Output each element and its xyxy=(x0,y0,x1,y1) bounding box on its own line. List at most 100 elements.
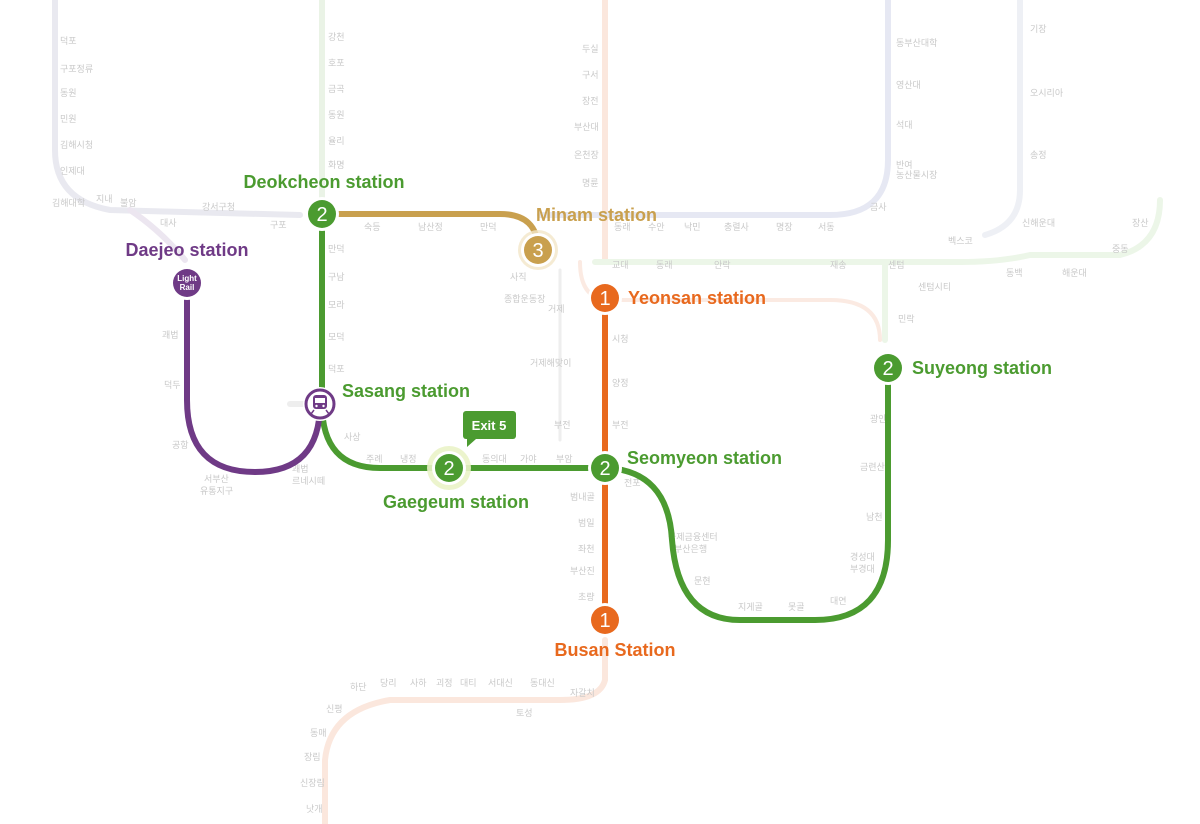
svg-text:동대신: 동대신 xyxy=(530,678,555,689)
svg-text:불암: 불암 xyxy=(120,197,137,209)
svg-text:부산은행: 부산은행 xyxy=(674,543,707,555)
svg-text:덕포: 덕포 xyxy=(60,36,77,47)
line-2-segment-east xyxy=(602,365,891,623)
svg-text:명륜: 명륜 xyxy=(582,178,599,189)
svg-text:토성: 토성 xyxy=(516,708,533,719)
line-number: 1 xyxy=(599,610,610,632)
svg-text:기장: 기장 xyxy=(1030,24,1047,35)
svg-text:인제대: 인제대 xyxy=(60,166,85,177)
line-number: 3 xyxy=(532,240,543,262)
svg-text:괘법: 괘법 xyxy=(292,464,309,475)
svg-text:재송: 재송 xyxy=(830,260,847,271)
line-number: 2 xyxy=(599,458,610,480)
station-daejeo[interactable]: Light Rail Daejeo station xyxy=(125,240,249,300)
station-label: Busan Station xyxy=(554,640,675,660)
svg-text:센텀: 센텀 xyxy=(888,259,905,271)
svg-text:숙등: 숙등 xyxy=(364,222,381,233)
svg-text:부산진: 부산진 xyxy=(570,566,595,577)
svg-text:온천장: 온천장 xyxy=(574,150,599,161)
station-sasang[interactable]: Sasang station xyxy=(303,381,470,421)
svg-text:문현: 문현 xyxy=(694,576,711,587)
svg-text:장전: 장전 xyxy=(582,96,599,107)
svg-text:Exit 5: Exit 5 xyxy=(472,418,507,433)
svg-text:동백: 동백 xyxy=(1006,268,1023,279)
svg-text:동래: 동래 xyxy=(656,260,673,271)
svg-text:민원: 민원 xyxy=(60,114,77,125)
svg-text:신장림: 신장림 xyxy=(300,777,325,789)
svg-text:공항: 공항 xyxy=(172,440,189,451)
svg-text:부전: 부전 xyxy=(554,420,571,431)
svg-text:모덕: 모덕 xyxy=(328,332,345,343)
svg-text:강서구청: 강서구청 xyxy=(202,202,235,213)
svg-text:대사: 대사 xyxy=(160,218,177,229)
svg-text:범일: 범일 xyxy=(578,518,595,529)
svg-text:장산: 장산 xyxy=(1132,218,1149,229)
svg-text:낙민: 낙민 xyxy=(684,222,701,233)
svg-text:자갈치: 자갈치 xyxy=(570,687,595,699)
svg-text:주례: 주례 xyxy=(366,454,383,465)
train-icon xyxy=(310,395,330,415)
svg-text:두실: 두실 xyxy=(582,44,599,55)
svg-text:금련산: 금련산 xyxy=(860,462,885,473)
svg-text:동원: 동원 xyxy=(60,88,77,99)
svg-text:부경대: 부경대 xyxy=(850,563,875,575)
station-label: Minam station xyxy=(536,205,657,225)
svg-text:김해대학: 김해대학 xyxy=(52,197,85,209)
svg-text:범내골: 범내골 xyxy=(570,492,595,503)
light-rail-segment xyxy=(184,280,323,476)
svg-text:동원: 동원 xyxy=(328,110,345,121)
svg-text:양정: 양정 xyxy=(612,378,629,389)
svg-text:가야: 가야 xyxy=(520,454,537,465)
svg-text:구남: 구남 xyxy=(328,272,345,283)
svg-text:부전: 부전 xyxy=(612,420,629,431)
svg-text:르네시떼: 르네시떼 xyxy=(292,476,325,487)
station-label: Sasang station xyxy=(342,381,470,401)
svg-text:오시리아: 오시리아 xyxy=(1030,88,1064,99)
svg-text:남산정: 남산정 xyxy=(418,222,443,233)
station-label: Daejeo station xyxy=(125,240,248,260)
svg-text:서대신: 서대신 xyxy=(488,678,513,689)
svg-text:금사: 금사 xyxy=(870,202,887,213)
station-gaegeum[interactable]: 2 Gaegeum station Exit 5 xyxy=(383,411,529,512)
svg-text:충렬사: 충렬사 xyxy=(724,222,750,233)
svg-text:냉정: 냉정 xyxy=(400,454,417,465)
svg-text:초량: 초량 xyxy=(578,591,595,603)
svg-text:서부산: 서부산 xyxy=(204,474,229,485)
svg-text:화명: 화명 xyxy=(328,160,345,171)
svg-text:거제해맞이: 거제해맞이 xyxy=(530,357,571,369)
svg-text:사하: 사하 xyxy=(410,678,427,689)
svg-text:동래: 동래 xyxy=(614,222,631,233)
svg-text:지내: 지내 xyxy=(96,194,113,205)
line-number: 2 xyxy=(882,358,893,380)
svg-text:반여: 반여 xyxy=(896,159,913,171)
svg-text:센텀시티: 센텀시티 xyxy=(918,281,951,293)
svg-text:부암: 부암 xyxy=(556,453,573,465)
svg-text:사직: 사직 xyxy=(510,272,527,283)
svg-text:율리: 율리 xyxy=(328,136,345,147)
svg-text:좌천: 좌천 xyxy=(578,544,595,555)
svg-text:구서: 구서 xyxy=(582,70,599,81)
station-minam[interactable]: 3 Minam station xyxy=(518,205,657,270)
station-seomyeon[interactable]: 2 Seomyeon station xyxy=(588,448,782,485)
svg-text:안락: 안락 xyxy=(714,259,731,271)
station-busan[interactable]: 1 Busan Station xyxy=(554,603,676,660)
station-deokcheon[interactable]: 2 Deokcheon station xyxy=(243,172,405,231)
svg-text:당리: 당리 xyxy=(380,678,397,689)
station-suyeong[interactable]: 2 Suyeong station xyxy=(871,351,1052,385)
svg-text:석대: 석대 xyxy=(896,120,913,131)
svg-text:벡스코: 벡스코 xyxy=(948,236,973,247)
svg-text:호포: 호포 xyxy=(328,58,345,69)
svg-text:시청: 시청 xyxy=(612,334,629,345)
svg-text:민락: 민락 xyxy=(898,313,915,325)
svg-text:괴정: 괴정 xyxy=(436,678,453,689)
svg-text:신평: 신평 xyxy=(326,704,343,715)
svg-text:구포: 구포 xyxy=(270,220,287,231)
exit-badge[interactable]: Exit 5 xyxy=(463,411,516,447)
station-yeonsan[interactable]: 1 Yeonsan station xyxy=(588,281,766,315)
svg-text:거제: 거제 xyxy=(548,304,565,315)
svg-text:금곡: 금곡 xyxy=(328,84,345,95)
svg-text:구포정류: 구포정류 xyxy=(60,64,93,75)
svg-text:덕포: 덕포 xyxy=(328,364,345,375)
svg-text:덕두: 덕두 xyxy=(164,380,181,391)
